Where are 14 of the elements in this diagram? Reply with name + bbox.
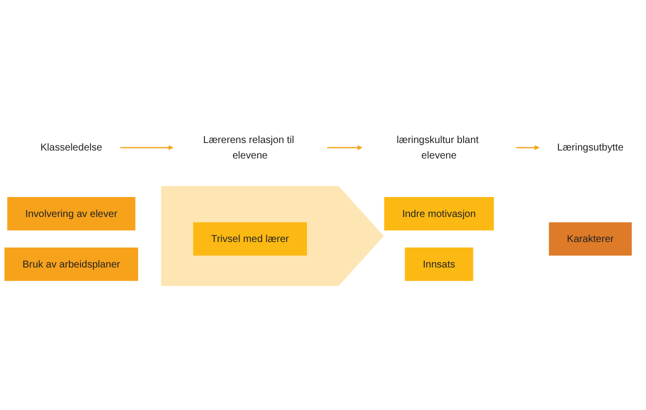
- node-box: Trivsel med lærer: [193, 222, 307, 256]
- node-box: Indre motivasjon: [384, 197, 494, 231]
- node-box: Bruk av arbeidsplaner: [4, 248, 138, 282]
- node-text: læringskultur blant elevene: [396, 134, 479, 161]
- node-box: Involvering av elever: [7, 197, 136, 231]
- node-text: Læringsutbytte: [557, 142, 624, 154]
- arrow: [326, 145, 362, 151]
- arrow: [120, 145, 174, 151]
- node-text: Klasseledelse: [40, 142, 102, 154]
- node-box: Karakterer: [548, 222, 632, 256]
- arrow: [516, 145, 540, 151]
- node-text: Lærerens relasjon til elevene: [203, 134, 294, 161]
- node-box: Innsats: [404, 248, 474, 282]
- cluster: [161, 186, 384, 286]
